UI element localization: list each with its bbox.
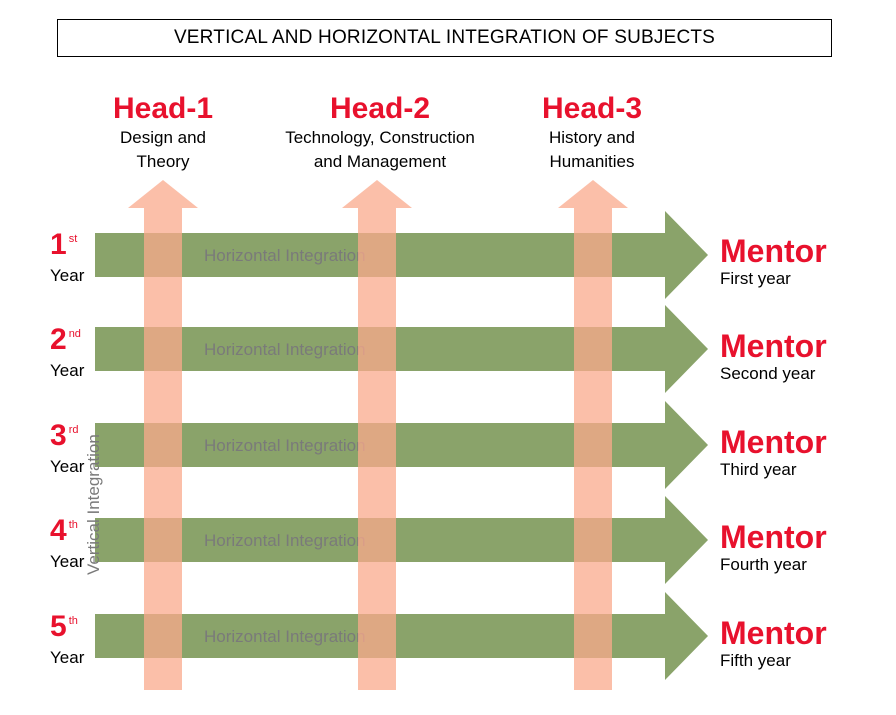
head-2-title: Head-2 — [329, 92, 431, 125]
mentor-title: Mentor — [720, 424, 827, 460]
mentor-subtitle: Fifth year — [720, 651, 791, 670]
year-number: 2 — [50, 323, 67, 356]
year-suffix: nd — [68, 328, 81, 340]
vertical-integration-arrow-head-2 — [342, 180, 412, 690]
horizontal-integration-arrow — [95, 496, 708, 584]
year-suffix: rd — [68, 424, 79, 436]
horizontal-integration-label: Horizontal Integration — [204, 340, 366, 359]
mentor-title: Mentor — [720, 328, 827, 364]
vertical-integration-arrow-head-3 — [558, 180, 628, 690]
mentor-4: Mentor Fourth year — [720, 520, 890, 576]
diagram-title: VERTICAL AND HORIZONTAL INTEGRATION OF S… — [57, 19, 832, 57]
mentor-5: Mentor Fifth year — [720, 616, 890, 672]
head-2: Head-2 Technology, Construction and Mana… — [250, 92, 510, 174]
head-2-subtitle: Technology, Construction and Management — [285, 128, 475, 171]
year-number: 5 — [50, 610, 67, 643]
vertical-integration-label: Vertical Integration — [84, 434, 103, 575]
year-word: Year — [50, 361, 85, 380]
year-number: 1 — [50, 228, 67, 261]
mentor-3: Mentor Third year — [720, 425, 890, 481]
year-suffix: th — [68, 615, 78, 627]
head-1: Head-1 Design and Theory — [33, 92, 293, 174]
year-word: Year — [50, 648, 85, 667]
horizontal-integration-label: Horizontal Integration — [204, 436, 366, 455]
mentor-2: Mentor Second year — [720, 329, 890, 385]
horizontal-integration-arrow — [95, 401, 708, 489]
head-1-subtitle: Design and Theory — [119, 128, 206, 171]
mentor-subtitle: First year — [720, 269, 791, 288]
year-suffix: th — [68, 519, 78, 531]
mentor-1: Mentor First year — [720, 234, 890, 290]
horizontal-integration-arrow — [95, 211, 708, 299]
mentor-title: Mentor — [720, 615, 827, 651]
mentor-subtitle: Fourth year — [720, 555, 807, 574]
year-suffix: st — [68, 233, 78, 245]
year-word: Year — [50, 552, 85, 571]
head-1-title: Head-1 — [112, 92, 214, 125]
horizontal-integration-label: Horizontal Integration — [204, 246, 366, 265]
mentor-subtitle: Second year — [720, 364, 816, 383]
mentor-subtitle: Third year — [720, 460, 797, 479]
head-3-subtitle: History and Humanities — [549, 128, 635, 171]
head-3: Head-3 History and Humanities — [462, 92, 722, 174]
horizontal-integration-label: Horizontal Integration — [204, 531, 366, 550]
year-number: 3 — [50, 419, 67, 452]
head-3-title: Head-3 — [541, 92, 643, 125]
horizontal-integration-arrow — [95, 305, 708, 393]
year-word: Year — [50, 266, 85, 285]
vertical-integration-arrow-head-1 — [128, 180, 198, 690]
horizontal-integration-label: Horizontal Integration — [204, 627, 366, 646]
vertical-arrows — [128, 180, 628, 690]
year-number: 4 — [50, 514, 67, 547]
horizontal-integration-arrow — [95, 592, 708, 680]
year-word: Year — [50, 457, 85, 476]
mentor-title: Mentor — [720, 519, 827, 555]
mentor-title: Mentor — [720, 233, 827, 269]
